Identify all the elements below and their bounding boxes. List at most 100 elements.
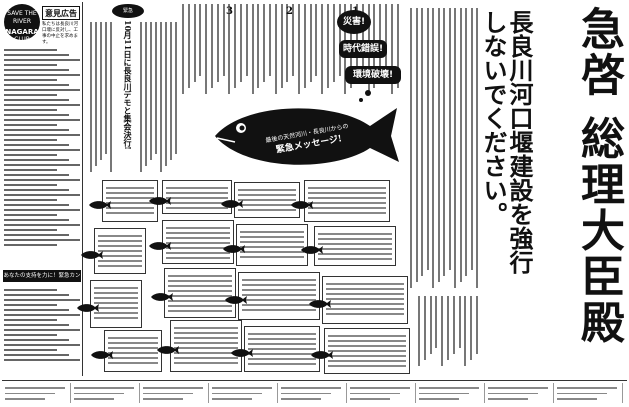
text-column-line: [458, 296, 461, 348]
subheadline: 長良川河口堰建設を強行しないでください。: [479, 10, 534, 274]
statement-text-line: [166, 237, 230, 239]
statement-text-line: [318, 243, 392, 245]
statement-text-line: [98, 235, 142, 237]
text-column-line: [245, 4, 248, 76]
statement-text-line: [108, 357, 158, 359]
statement-text-line: [106, 207, 154, 209]
statement-text-line: [108, 347, 158, 349]
text-column-line: [286, 4, 289, 82]
text-column-line: [205, 4, 208, 94]
text-column-line: [338, 4, 341, 76]
text-column-line: [140, 22, 142, 172]
statement-box: [170, 320, 242, 372]
col2-body-text-2: [140, 22, 180, 182]
statement-text-line: [108, 337, 158, 339]
text-column-line: [182, 4, 184, 94]
statement-text-line: [174, 337, 238, 339]
urgent-bubble: 緊急: [112, 4, 144, 18]
footer-credits: [2, 380, 627, 405]
statement-text-line: [106, 187, 154, 189]
text-column-line: [426, 8, 429, 270]
logo-bottom-text: CLUB: [14, 36, 30, 43]
text-line: [4, 114, 69, 116]
statement-box: [322, 276, 408, 324]
text-column-line: [110, 22, 112, 172]
statement-text-line: [242, 289, 316, 291]
statement-text-line: [240, 236, 304, 238]
statement-text-line: [326, 293, 404, 295]
text-column-line: [251, 4, 254, 94]
text-line: [4, 129, 69, 131]
text-line: [4, 84, 69, 86]
mini-fish-icon: [309, 300, 331, 308]
text-line: [4, 229, 58, 231]
statement-box: [104, 330, 162, 372]
footer-text-line: [143, 392, 193, 394]
text-line: [4, 154, 58, 156]
mini-fish-icon: [223, 245, 245, 253]
text-column-line: [470, 296, 473, 360]
footer-text-line: [488, 392, 538, 394]
statement-box: [90, 280, 142, 328]
text-column-line: [470, 8, 473, 270]
statement-text-line: [240, 231, 304, 233]
statement-box: [314, 226, 396, 266]
footer-text-line: [212, 398, 252, 400]
text-column-line: [448, 8, 451, 270]
text-line: [4, 74, 80, 76]
statement-text-line: [98, 240, 142, 242]
text-column-line: [155, 22, 157, 154]
statement-text-line: [94, 312, 138, 314]
footer-text-line: [350, 392, 400, 394]
text-column-line: [274, 4, 277, 94]
statement-text-line: [98, 250, 142, 252]
text-line: [4, 124, 58, 126]
message-header: あなたの支持を力に！緊急カンパ受付中: [3, 270, 81, 291]
statement-box: [94, 228, 146, 274]
footer-text-line: [212, 392, 262, 394]
mini-fish-icon: [291, 201, 313, 209]
text-line: [4, 149, 80, 151]
statement-text-line: [106, 202, 154, 204]
statement-text-line: [242, 309, 316, 311]
text-column-line: [234, 4, 237, 88]
footer-text-line: [5, 392, 55, 394]
statement-text-line: [106, 212, 154, 214]
text-line: [4, 184, 58, 186]
text-line: [4, 294, 69, 296]
text-column-line: [437, 8, 440, 282]
statement-text-line: [166, 197, 228, 199]
text-column-line: [441, 296, 444, 366]
text-column-line: [421, 8, 423, 276]
mini-fish-icon: [89, 201, 111, 209]
text-line: [4, 99, 69, 101]
text-line: [4, 179, 80, 181]
footer-text-line: [281, 398, 321, 400]
statement-text-line: [318, 253, 392, 255]
text-column-line: [435, 296, 438, 348]
mini-fish-icon: [231, 349, 253, 357]
text-line: [4, 329, 80, 331]
text-line: [4, 89, 80, 91]
statement-text-line: [308, 212, 386, 214]
statement-box: [304, 180, 390, 222]
statement-box: [162, 220, 234, 264]
statement-text-line: [326, 303, 404, 305]
text-column-line: [193, 4, 196, 82]
mini-fish-icon: [151, 293, 173, 301]
statement-text-line: [238, 204, 296, 206]
statement-text-line: [242, 284, 316, 286]
statement-text-line: [240, 246, 304, 248]
statement-text-line: [328, 360, 406, 362]
text-line: [4, 219, 69, 221]
text-column-line: [459, 8, 462, 282]
statement-box: [162, 180, 232, 214]
statement-text-line: [168, 305, 232, 307]
text-column-line: [385, 4, 387, 76]
statement-text-line: [248, 348, 316, 350]
text-column-line: [105, 22, 107, 154]
statement-box: [234, 182, 300, 218]
statement-text-line: [238, 194, 296, 196]
statement-text-line: [248, 358, 316, 360]
col2-body-text: [90, 22, 114, 182]
